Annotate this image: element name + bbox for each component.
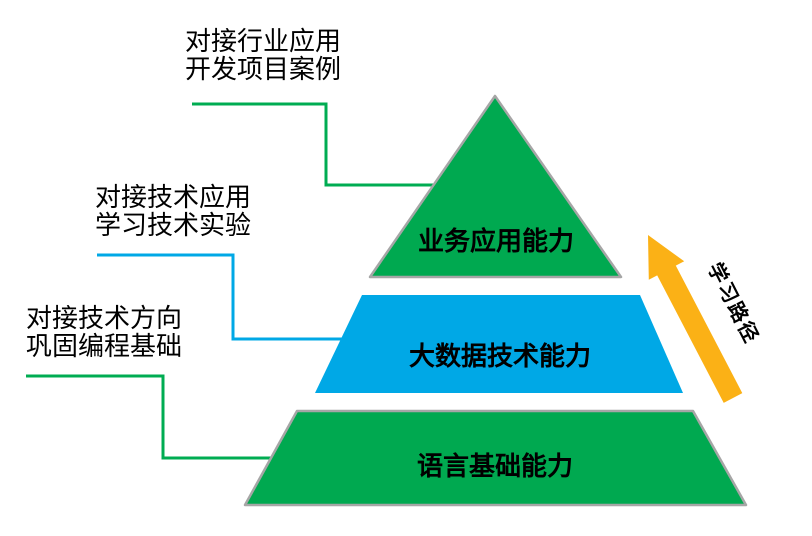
learning-path-arrow-icon <box>648 235 743 403</box>
pyramid-level-bottom-label: 语言基础能力 <box>416 452 573 482</box>
annotation-bottom-line1: 对接技术方向 <box>26 304 183 334</box>
annotation-top-line1: 对接行业应用 <box>185 27 342 57</box>
pyramid-level-middle-shape <box>315 295 683 393</box>
pyramid-level-top-label: 业务应用能力 <box>417 227 574 257</box>
annotation-top-line2: 开发项目案例 <box>185 55 342 85</box>
annotation-top: 对接行业应用 开发项目案例 <box>185 28 341 84</box>
annotation-middle: 对接技术应用 学习技术实验 <box>95 184 251 240</box>
annotation-bottom: 对接技术方向 巩固编程基础 <box>26 305 182 361</box>
annotation-middle-line2: 学习技术实验 <box>95 211 252 241</box>
pyramid-level-bottom-shape <box>243 409 748 507</box>
annotation-middle-line1: 对接技术应用 <box>95 183 252 213</box>
connector-line-top <box>192 102 440 187</box>
pyramid-level-middle-label: 大数据技术能力 <box>408 342 591 372</box>
connector-line-bottom <box>26 374 272 460</box>
annotation-bottom-line2: 巩固编程基础 <box>26 332 183 362</box>
connector-line-middle <box>97 253 342 341</box>
pyramid-level-top-shape <box>368 94 623 279</box>
